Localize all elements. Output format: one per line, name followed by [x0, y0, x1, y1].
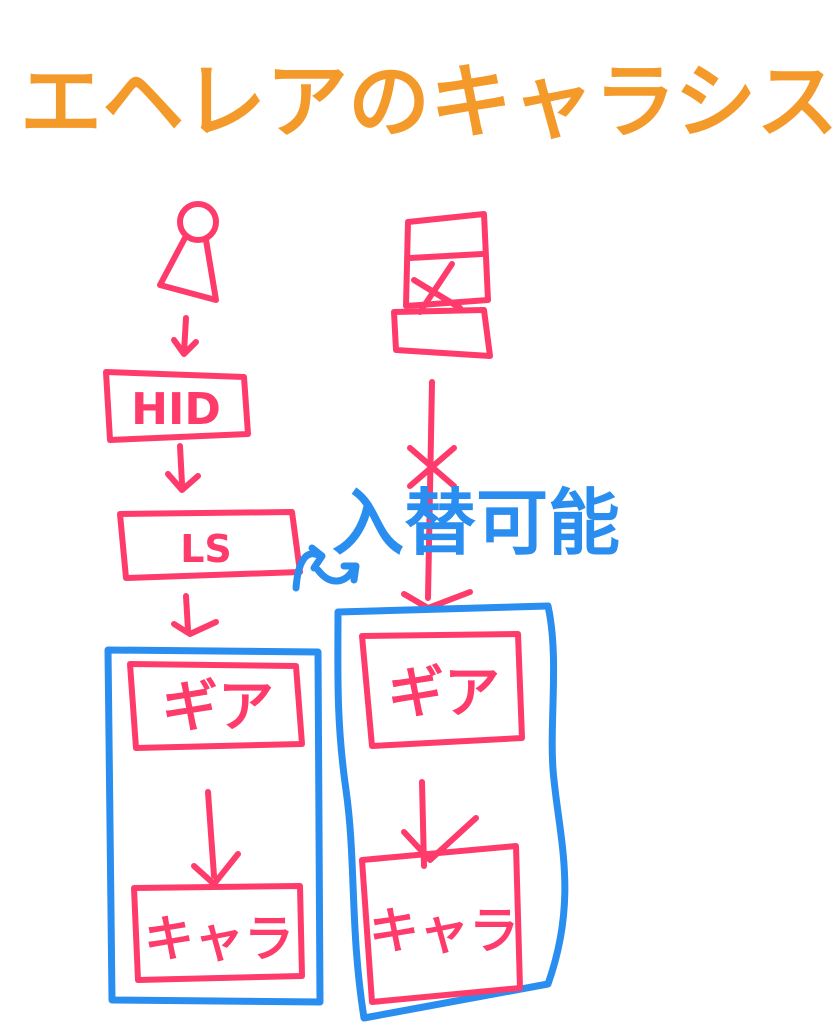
arrow-hid-to-ls-head [165, 471, 201, 493]
arrow-ls-to-gear-left [183, 593, 191, 633]
ls-label: LS [180, 527, 232, 571]
chara-label-right: キャラ [369, 902, 519, 960]
swappable-label: 入替可能 [332, 481, 620, 565]
source-box [391, 211, 493, 359]
chara-box-left: キャラ [131, 883, 305, 983]
gear-label-right: ギア [388, 661, 500, 726]
ls-box: LS [117, 509, 303, 581]
arrow-source-to-gear-right [425, 379, 435, 601]
arrow-gear-to-chara-right-head [401, 815, 479, 863]
arrow-user-to-hid-head [171, 337, 199, 357]
gear-box-left: ギア [127, 661, 305, 751]
hid-label: HID [131, 384, 221, 435]
chara-label-left: キャラ [144, 910, 294, 968]
left-system-container [104, 646, 324, 1006]
user-icon [157, 201, 219, 303]
arrow-gear-to-chara-left-head [191, 851, 241, 887]
swap-arrows-icon [292, 544, 360, 592]
gear-label-left: ギア [162, 675, 274, 740]
chara-box-right: キャラ [359, 843, 523, 1005]
arrow-user-to-hid [181, 315, 189, 355]
arrow-hid-to-ls [177, 443, 185, 487]
gear-box-right: ギア [359, 631, 525, 749]
hid-box: HID [103, 369, 251, 443]
right-system-container [334, 602, 569, 1022]
arrow-ls-to-gear-left-head [171, 619, 219, 637]
page-title: エヘレアのキャラシステム！！ [20, 55, 832, 150]
arrow-gear-to-chara-left [205, 789, 217, 879]
arrow-source-cross-2 [407, 445, 457, 489]
